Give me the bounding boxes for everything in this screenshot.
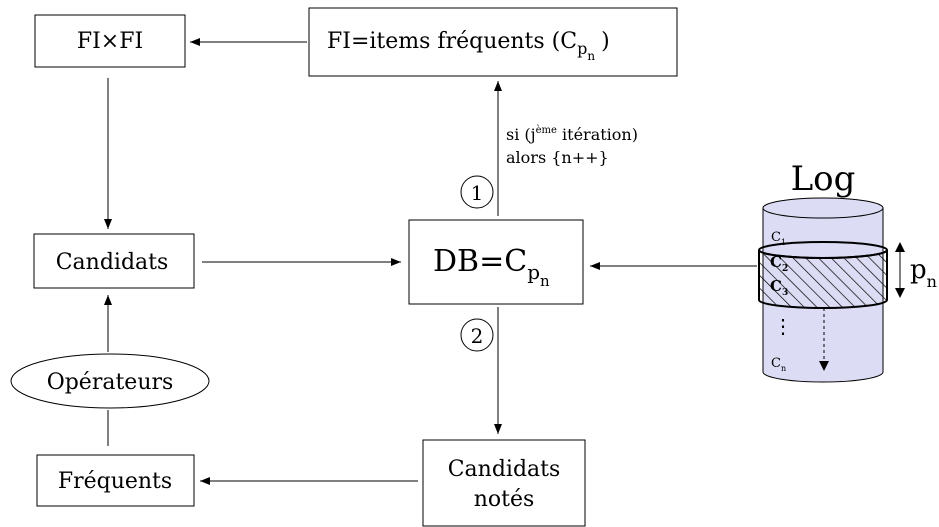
db-box: DB=Cpn — [408, 219, 584, 305]
cn-label: Cn — [771, 356, 786, 373]
fixfi-box: FI×FI — [34, 14, 186, 68]
frequents-label: Fréquents — [58, 469, 172, 494]
step-1-label: 1 — [471, 181, 484, 205]
log-cylinder: Log C1 C2 C3 ⋮ Cn — [758, 159, 888, 383]
condition-line2: alors {n++} — [506, 148, 609, 167]
candidats-notes-box: Candidats notés — [422, 439, 586, 527]
step-1-marker: 1 — [460, 175, 494, 209]
operateurs-label: Opérateurs — [47, 370, 174, 395]
window-top-edge — [758, 241, 888, 259]
db-label: DB=Cpn — [433, 244, 550, 290]
candidats-label: Candidats — [56, 250, 169, 275]
frequent-items-label: FI=items fréquents (Cpn) — [327, 29, 610, 63]
candidats-notes-line2: notés — [474, 487, 535, 512]
condition-line1: si (jème itération) — [506, 125, 638, 144]
c3-label: C3 — [770, 277, 788, 298]
log-title: Log — [791, 159, 856, 199]
operateurs-ellipse: Opérateurs — [10, 353, 210, 409]
pn-label: pn — [910, 255, 937, 291]
c2-label: C2 — [770, 253, 788, 274]
frequent-items-box: FI=items fréquents (Cpn) — [308, 7, 678, 77]
log-dots: ⋮ — [773, 314, 793, 338]
frequents-box: Fréquents — [36, 454, 195, 507]
candidats-notes-line1: Candidats — [448, 457, 561, 482]
step-2-marker: 2 — [460, 318, 494, 352]
scan-direction-arrowhead — [819, 361, 829, 371]
cylinder-top — [762, 197, 884, 219]
fixfi-label: FI×FI — [77, 29, 143, 54]
c1-label: C1 — [771, 230, 786, 247]
step-2-label: 2 — [471, 324, 484, 348]
window-size-indicator: pn — [895, 242, 937, 298]
candidats-box: Candidats — [33, 233, 195, 289]
